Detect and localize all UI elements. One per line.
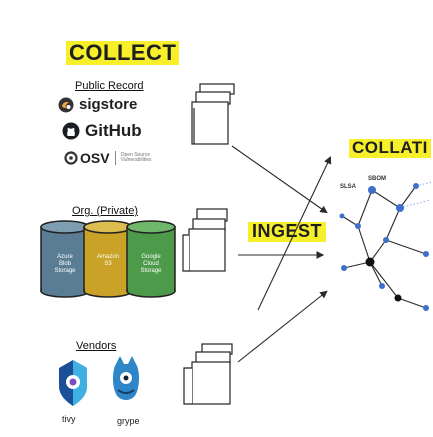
vendor-icons [59,356,139,406]
azure-line1: Azure [57,254,73,260]
sigstore-icon [58,97,74,112]
osv-subtitle-line2: Vulnerabilities [120,157,152,163]
osv-subtitle-line1: Open Source [120,151,151,158]
github-source: GitHub [62,121,142,141]
ingest-stage-label: INGEST [248,221,327,242]
graph-label-sbom: SBOM [368,176,386,182]
graph-nodes [339,183,429,311]
google-line3: Storage [140,267,162,274]
org-private-label: Org. (Private) [72,205,139,217]
arrow-collect-bottom [237,290,328,363]
arrows-layer [231,145,332,363]
knowledge-graph: SLSA SBOM [339,176,433,311]
sigstore-name: sigstore [79,96,138,113]
arrow-ingest-to-collate [257,156,332,311]
trivy-icon [59,360,87,406]
azure-line2: Blob [58,260,71,267]
trivy-label: tivy [62,414,76,424]
osv-name: OSV [80,150,110,166]
amazon-bucket-label: Amazon S3 [86,254,130,268]
azure-bucket-label: Azure Blob Storage [43,254,87,275]
collect-stage-label: COLLECT [66,40,180,66]
google-line2: Cloud [143,260,159,267]
graph-edges [341,185,427,309]
amazon-line2: S3 [104,260,112,267]
github-name: GitHub [85,121,142,140]
amazon-bucket-icon [83,220,133,298]
documents-stack-middle [182,208,228,272]
grype-label: grype [117,416,140,426]
google-bucket-icon [126,220,176,298]
azure-line3: Storage [54,267,76,274]
documents-stack-bottom [183,343,233,405]
public-record-label: Public Record [75,80,144,92]
arrow-collect-top [231,145,328,214]
graph-label-slsa: SLSA [340,184,357,190]
github-icon [62,122,80,140]
vendors-label: Vendors [76,340,117,352]
google-line1: Google [141,254,161,260]
collate-stage-label: COLLATI [349,138,431,158]
azure-bucket-icon [40,220,90,298]
documents-stack-top [191,83,235,145]
document-icon [182,208,228,272]
storage-buckets [40,220,176,298]
google-bucket-label: Google Cloud Storage [129,254,173,275]
osv-source: OSV Open Source Vulnerabilities [64,150,152,166]
document-icon [191,83,235,145]
amazon-line1: Amazon [96,254,119,260]
document-icon [183,343,233,405]
grype-icon [113,356,139,400]
osv-divider [114,151,116,165]
sigstore-source: sigstore [58,96,137,113]
osv-icon [64,151,78,165]
osv-subtitle: Open Source Vulnerabilities [120,151,152,164]
